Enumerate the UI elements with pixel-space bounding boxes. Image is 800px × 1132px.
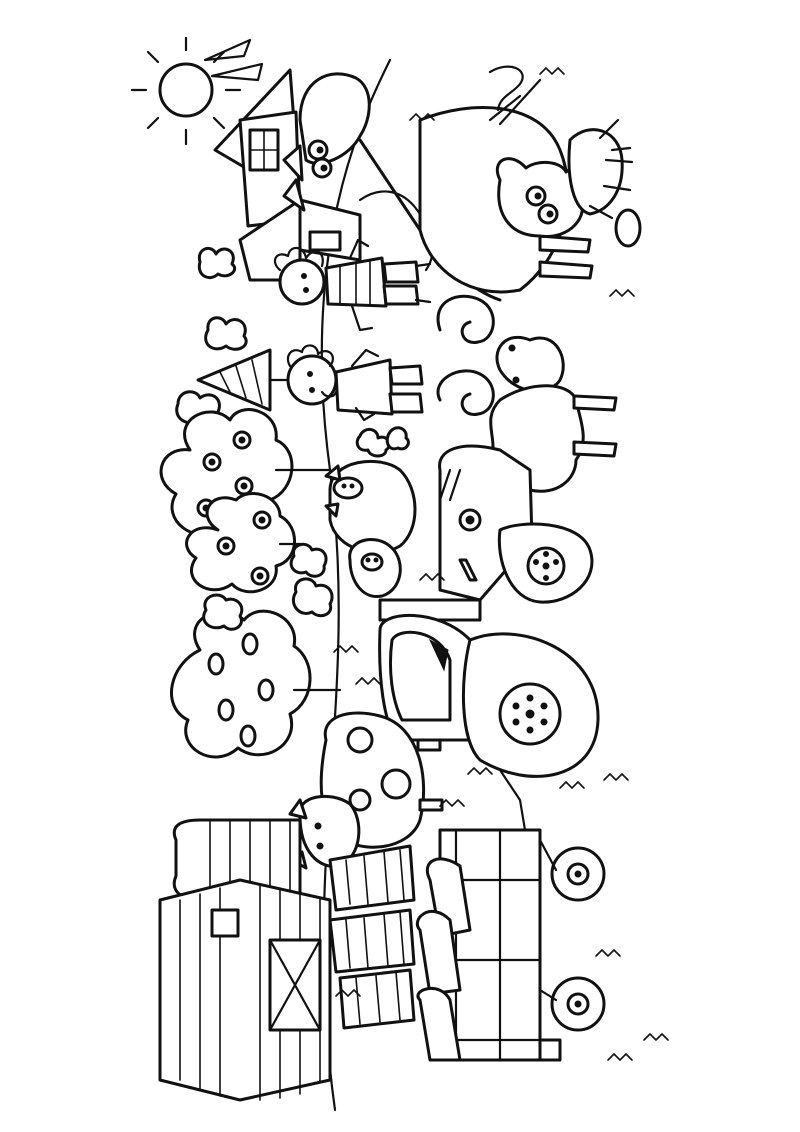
trailer — [415, 828, 606, 1062]
farmhouse — [213, 68, 362, 282]
hay-bales — [328, 844, 416, 1030]
apple-trees — [159, 408, 332, 594]
barn — [158, 878, 332, 1102]
clouds — [175, 246, 410, 458]
cow — [288, 711, 444, 870]
pigs — [324, 459, 417, 598]
grass-tufts — [333, 66, 669, 1062]
pear-tree — [170, 542, 342, 759]
girl — [286, 344, 424, 422]
boy — [273, 238, 432, 332]
sun — [130, 36, 264, 146]
cat — [495, 118, 642, 248]
tractor — [378, 444, 600, 838]
ram — [436, 294, 618, 495]
